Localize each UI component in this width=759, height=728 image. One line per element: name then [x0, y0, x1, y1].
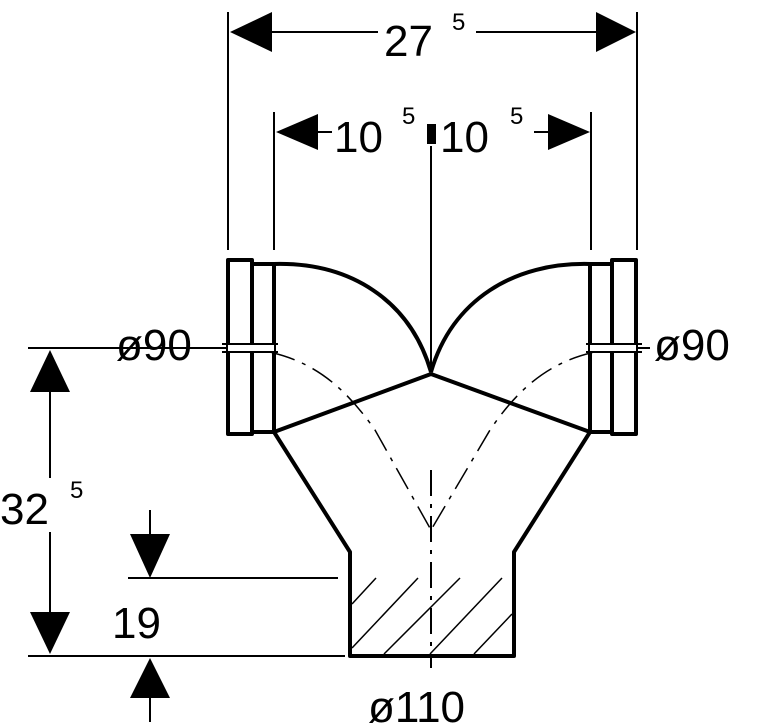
- dimension-half-width-right: 10 5: [440, 103, 523, 162]
- half-width-right-superscript: 5: [510, 103, 523, 130]
- dimension-half-width-left: 10 5: [334, 103, 415, 162]
- extension-lines: [28, 12, 650, 657]
- arrowheads: [30, 12, 636, 698]
- socket-depth-label: 19: [112, 599, 161, 648]
- half-width-left-superscript: 5: [402, 103, 415, 130]
- overall-width-value: 27: [384, 17, 433, 66]
- right-inlet-diameter: ø90: [654, 321, 730, 370]
- outlet-hatching: [351, 577, 513, 655]
- center-marker: [427, 124, 436, 144]
- half-width-left-value: 10: [334, 113, 383, 162]
- half-width-right-value: 10: [440, 113, 489, 162]
- dimension-height: 32 5: [0, 477, 83, 534]
- overall-width-superscript: 5: [452, 9, 465, 36]
- flow-centerlines: [227, 347, 637, 531]
- section-break-marks: [222, 343, 642, 353]
- dimension-overall-width: 27 5: [384, 9, 465, 66]
- left-inlet-diameter: ø90: [116, 321, 192, 370]
- outlet-diameter: ø110: [368, 683, 465, 728]
- dimension-lines: [49, 31, 597, 722]
- height-value: 32: [0, 485, 49, 534]
- height-superscript: 5: [70, 477, 83, 504]
